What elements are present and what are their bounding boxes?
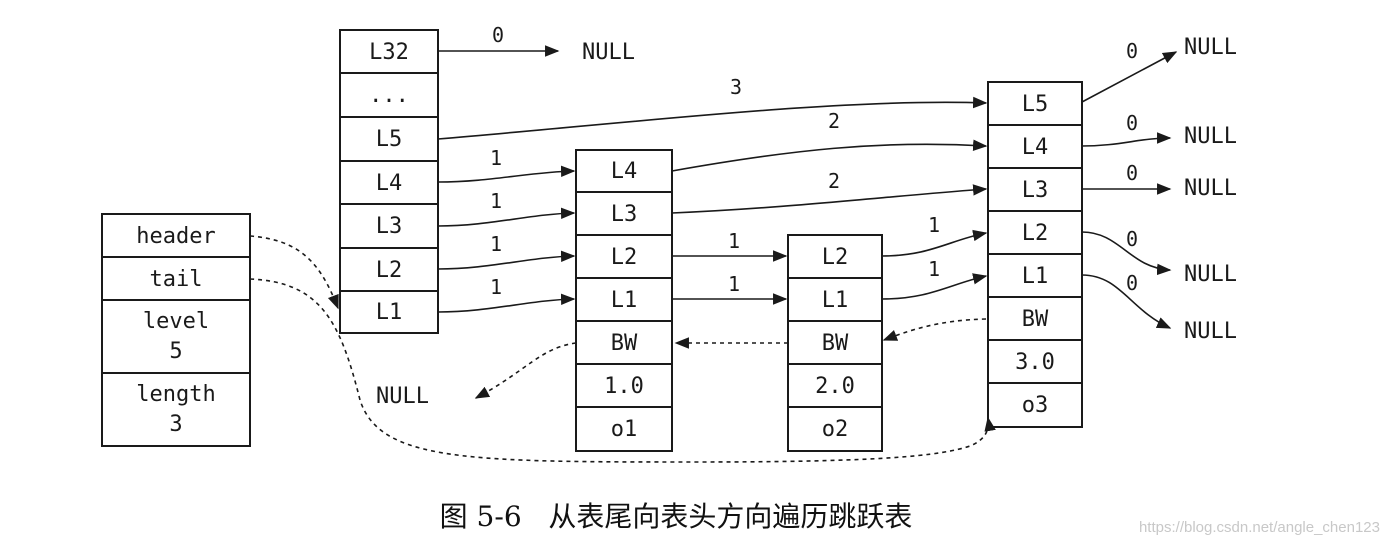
arrow-o3-L2-null	[1081, 231, 1172, 276]
node-o1: L4 L3 L2 L1 BW 1.0 o1	[575, 149, 673, 452]
span-o3-L1: 0	[1126, 271, 1138, 295]
null-o3-L3: NULL	[1184, 176, 1237, 201]
null-o1-backward: NULL	[376, 384, 429, 409]
arrow-o3-L4-null	[1081, 132, 1172, 147]
arrow-header-to-head-node	[249, 235, 339, 310]
o2-level-L1: L1	[822, 288, 849, 313]
head-level-L4: L4	[376, 171, 403, 196]
arrow-o2-L2-o3	[881, 229, 988, 257]
span-head-L5: 3	[730, 75, 742, 99]
figure-caption: 图 5-6 从表尾向表头方向遍历跳跃表	[440, 500, 913, 533]
o1-backward: BW	[611, 331, 638, 356]
span-o3-L5: 0	[1126, 39, 1138, 63]
head-level-L1: L1	[376, 300, 403, 325]
o2-level-L2: L2	[822, 245, 849, 270]
span-o1-L1: 1	[728, 272, 740, 296]
length-value: 3	[169, 412, 182, 437]
span-o1-L2: 1	[728, 229, 740, 253]
o1-score: 1.0	[604, 374, 644, 399]
o3-level-L4: L4	[1022, 135, 1049, 160]
head-level-L32: L32	[369, 40, 409, 65]
o3-backward: BW	[1022, 307, 1049, 332]
arrow-head-L1-o1	[437, 293, 576, 313]
backward-pointers: NULL	[249, 235, 996, 463]
o3-obj: o3	[1022, 393, 1049, 418]
node-o3: L5 L4 L3 L2 L1 BW 3.0 o3	[987, 81, 1083, 428]
null-o3-L1: NULL	[1184, 319, 1237, 344]
span-head-L2: 1	[490, 232, 502, 256]
head-level-ellipsis: ...	[369, 83, 409, 108]
node-o2: L2 L1 BW 2.0 o2	[787, 234, 883, 452]
span-o2-L1: 1	[928, 257, 940, 281]
level-label: level	[143, 309, 209, 334]
zskiplist-struct: header tail level 5 length 3	[101, 213, 251, 447]
o1-obj: o1	[611, 417, 638, 442]
null-o3-L2: NULL	[1184, 262, 1237, 287]
header-field: header	[136, 224, 215, 249]
tail-field: tail	[150, 267, 203, 292]
null-o3-L4: NULL	[1184, 124, 1237, 149]
head-level-L3: L3	[376, 214, 403, 239]
o3-level-L3: L3	[1022, 178, 1049, 203]
span-head-L32: 0	[492, 23, 504, 47]
o3-level-L2: L2	[1022, 221, 1049, 246]
head-level-L2: L2	[376, 258, 403, 283]
o1-level-L3: L3	[611, 202, 638, 227]
o2-obj: o2	[822, 417, 849, 442]
arrow-o1-L3-o3	[671, 184, 988, 214]
arrow-o1-backward-null	[474, 342, 577, 399]
arrow-head-L2-o1	[437, 250, 576, 270]
span-head-L3: 1	[490, 189, 502, 213]
arrow-o3-backward-o2	[882, 318, 987, 341]
length-label: length	[136, 382, 215, 407]
arrow-tail-to-o3	[249, 278, 996, 463]
arrow-o2-L1-o3	[881, 273, 988, 300]
span-o3-L2: 0	[1126, 227, 1138, 251]
span-o3-L3: 0	[1126, 161, 1138, 185]
o2-score: 2.0	[815, 374, 855, 399]
o1-level-L2: L2	[611, 245, 638, 270]
o3-level-L1: L1	[1022, 264, 1049, 289]
o2-backward: BW	[822, 331, 849, 356]
null-head-L32: NULL	[582, 40, 635, 65]
arrow-head-L3-o1	[437, 207, 576, 227]
arrow-head-L5-o3	[437, 96, 988, 140]
forward-pointers: 0 NULL 3 1 1 1 1 2 2 1 1 1 1 0 NULL 0 NU…	[437, 23, 1237, 344]
o1-level-L1: L1	[611, 288, 638, 313]
null-o3-L5: NULL	[1184, 35, 1237, 60]
header-node: L32 ... L5 L4 L3 L2 L1	[339, 29, 439, 334]
span-o2-L2: 1	[928, 213, 940, 237]
o3-score: 3.0	[1015, 350, 1055, 375]
head-level-L5: L5	[376, 127, 403, 152]
span-head-L4: 1	[490, 146, 502, 170]
o3-level-L5: L5	[1022, 92, 1049, 117]
level-value: 5	[169, 339, 182, 364]
span-o1-L4: 2	[828, 109, 840, 133]
arrow-o3-L1-null	[1081, 274, 1172, 329]
o1-level-L4: L4	[611, 159, 638, 184]
span-o3-L4: 0	[1126, 111, 1138, 135]
arrow-head-L4-o1	[437, 165, 576, 183]
span-head-L1: 1	[490, 275, 502, 299]
arrow-o3-L5-null	[1081, 51, 1178, 103]
arrow-o1-L4-o3	[671, 139, 988, 172]
watermark: https://blog.csdn.net/angle_chen123	[1139, 519, 1380, 536]
span-o1-L3: 2	[828, 169, 840, 193]
